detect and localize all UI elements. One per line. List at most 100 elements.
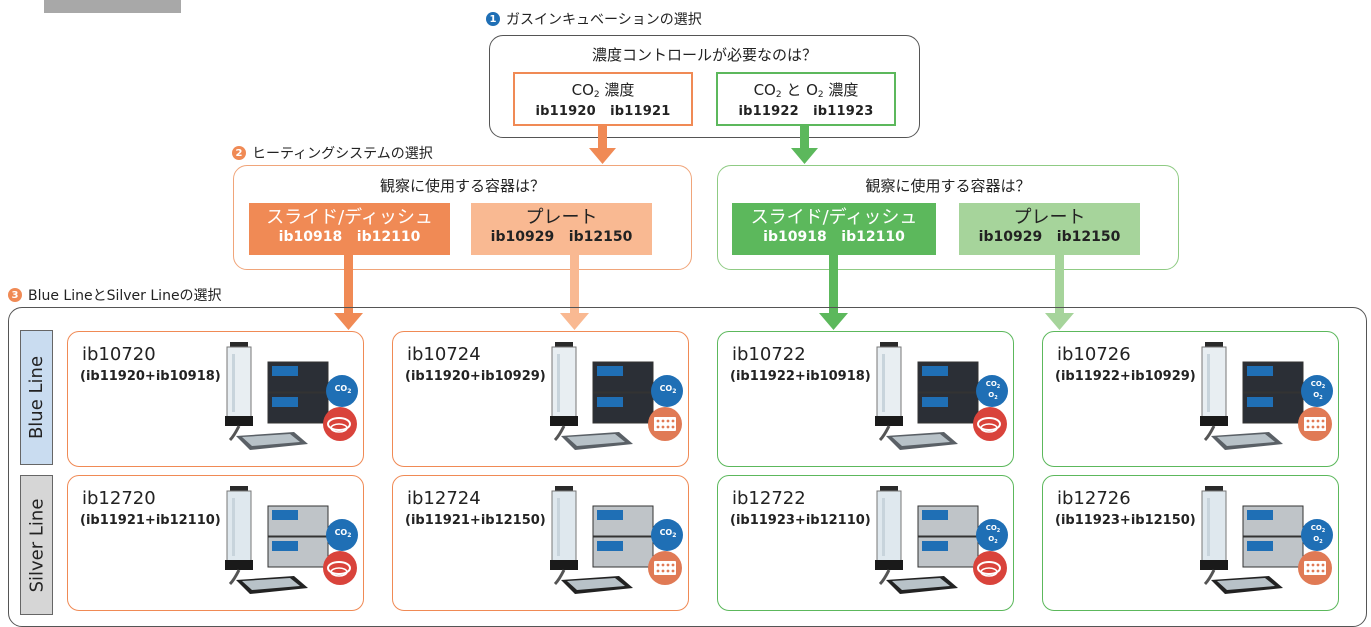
right-plate-codes: ib10929 ib12150 <box>978 229 1121 245</box>
stage-heater-icon <box>561 432 633 450</box>
step1-title: 1 ガスインキュベーションの選択 <box>486 9 702 29</box>
left-slide-label: スライド/ディッシュ <box>266 207 433 228</box>
co2-option-label: CO2 濃度 <box>571 81 635 100</box>
plate-icon <box>648 551 682 585</box>
incubator-tube-icon <box>550 486 578 586</box>
controller-unit-icon <box>592 361 654 424</box>
incubator-tube-icon <box>1200 486 1228 586</box>
gas-badge-icon: CO2 <box>651 375 683 407</box>
right-plate-label: プレート <box>1013 207 1086 228</box>
product-combo: (ib11921+ib12150) <box>405 513 546 528</box>
step3-title-text: Blue LineとSilver Lineの選択 <box>28 288 222 304</box>
controller-unit-icon <box>267 361 329 424</box>
blue-line-label: Blue Line <box>26 355 48 440</box>
product-image: CO2 <box>550 486 683 594</box>
right-plate-option[interactable]: プレート ib10929 ib12150 <box>959 203 1140 255</box>
product-id: ib10726 <box>1057 344 1131 365</box>
product-image: CO2 <box>550 342 683 450</box>
left-slide-codes: ib10918 ib12110 <box>278 229 421 245</box>
incubator-tube-icon <box>225 486 253 586</box>
controller-unit-icon <box>1242 505 1304 568</box>
badge-text: CO2 <box>660 528 677 539</box>
product-card[interactable]: ib10722 (ib11922+ib10918) <box>717 331 1014 467</box>
product-combo: (ib11921+ib12110) <box>80 513 221 528</box>
stage-heater-icon <box>236 576 308 594</box>
gas-badge-icon: CO2 <box>326 375 358 407</box>
silver-line-label: Silver Line <box>26 498 48 592</box>
product-id: ib10720 <box>82 344 156 365</box>
product-combo: (ib11920+ib10929) <box>405 369 546 384</box>
plate-icon <box>1298 551 1332 585</box>
controller-unit-icon <box>267 505 329 568</box>
incubator-tube-icon <box>875 486 903 586</box>
left-plate-option[interactable]: プレート ib10929 ib12150 <box>471 203 652 255</box>
co2-option[interactable]: CO2 濃度 ib11920 ib11921 <box>513 72 693 126</box>
co2-option-codes: ib11920 ib11921 <box>535 104 671 119</box>
dish-icon <box>323 407 357 441</box>
left-plate-label: プレート <box>525 207 598 228</box>
badge-text: CO2 <box>335 384 352 395</box>
product-card[interactable]: ib12722 (ib11923+ib12110) <box>717 475 1014 611</box>
left-plate-codes: ib10929 ib12150 <box>490 229 633 245</box>
gas-badge-icon: CO2 <box>651 519 683 551</box>
co2-o2-option-codes: ib11922 ib11923 <box>738 104 874 119</box>
arrow-co2o2-to-heating <box>791 126 818 164</box>
product-card[interactable]: ib12726 (ib11923+ib12150) <box>1042 475 1339 611</box>
incubator-tube-icon <box>875 342 903 442</box>
stage-heater-icon <box>561 576 633 594</box>
incubator-tube-icon <box>1200 342 1228 442</box>
dish-icon <box>973 551 1007 585</box>
arrow-right-plate-to-products <box>1045 254 1074 330</box>
right-slide-option[interactable]: スライド/ディッシュ ib10918 ib12110 <box>732 203 936 255</box>
product-combo: (ib11923+ib12110) <box>730 513 871 528</box>
stage-heater-icon <box>886 576 958 594</box>
arrow-left-plate-to-products <box>560 254 589 330</box>
product-card[interactable]: ib10724 (ib11920+ib10929) <box>392 331 689 467</box>
product-id: ib12722 <box>732 488 806 509</box>
product-card[interactable]: ib10726 (ib11922+ib10929) <box>1042 331 1339 467</box>
product-card[interactable]: ib10720 (ib11920+ib10918) <box>67 331 364 467</box>
step2-left-box: 観察に使用する容器は？ スライド/ディッシュ ib10918 ib12110 プ… <box>233 165 692 270</box>
arrow-right-slide-to-products <box>819 254 848 330</box>
plate-icon <box>1298 407 1332 441</box>
left-slide-option[interactable]: スライド/ディッシュ ib10918 ib12110 <box>249 203 450 255</box>
controller-unit-icon <box>917 505 979 568</box>
badge-text: CO2 <box>660 384 677 395</box>
incubator-tube-icon <box>550 342 578 442</box>
blue-line-tab: Blue Line <box>20 330 53 465</box>
co2-o2-option-label: CO2 と O2 濃度 <box>753 81 859 100</box>
product-image: CO2 <box>225 342 358 450</box>
gas-badge-icon: CO2 <box>326 519 358 551</box>
step2-title: 2 ヒーティングシステムの選択 <box>232 143 433 163</box>
step2-title-text: ヒーティングシステムの選択 <box>252 146 433 162</box>
dish-icon <box>323 551 357 585</box>
product-combo: (ib11922+ib10929) <box>1055 369 1196 384</box>
arrow-left-slide-to-products <box>334 254 363 330</box>
product-card[interactable]: ib12724 (ib11921+ib12150) <box>392 475 689 611</box>
badge-text: CO2 <box>335 528 352 539</box>
header-gray-tab <box>44 0 181 13</box>
stage-heater-icon <box>1211 576 1283 594</box>
right-slide-codes: ib10918 ib12110 <box>763 229 905 245</box>
co2-o2-option[interactable]: CO2 と O2 濃度 ib11922 ib11923 <box>716 72 896 126</box>
step3-title: 3 Blue LineとSilver Lineの選択 <box>8 285 222 305</box>
dish-icon <box>973 407 1007 441</box>
step2-right-box: 観察に使用する容器は？ スライド/ディッシュ ib10918 ib12110 プ… <box>717 165 1179 270</box>
step1-question: 濃度コントロールが必要なのは？ <box>591 46 817 64</box>
right-slide-label: スライド/ディッシュ <box>750 207 918 228</box>
step1-box: 濃度コントロールが必要なのは？ CO2 濃度 ib11920 ib11921 C… <box>489 35 920 138</box>
step2-right-question: 観察に使用する容器は？ <box>865 177 1031 195</box>
step3-number: 3 <box>8 288 22 302</box>
silver-line-tab: Silver Line <box>20 475 53 615</box>
product-card[interactable]: ib12720 (ib11921+ib12110) <box>67 475 364 611</box>
